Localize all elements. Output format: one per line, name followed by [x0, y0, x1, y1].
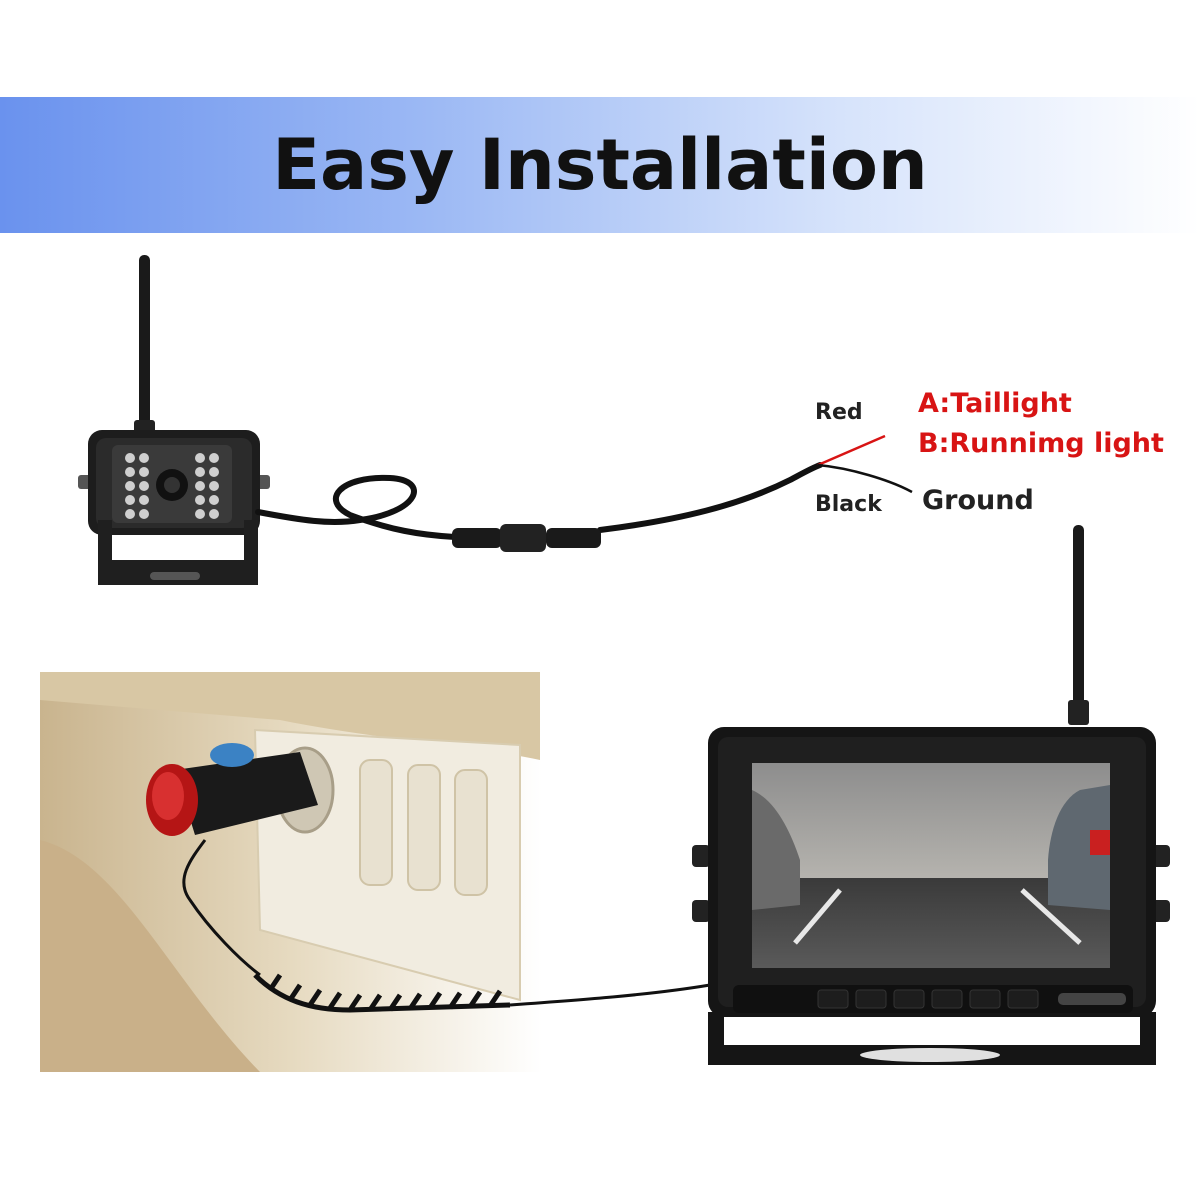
power-cord	[509, 983, 711, 1007]
monitor-icon	[692, 525, 1170, 1065]
page-title: Easy Installation	[272, 124, 928, 206]
black-wire-label: Black	[815, 492, 882, 517]
red-wire	[817, 434, 886, 467]
camera-cable	[255, 462, 823, 540]
ground-label: Ground	[922, 485, 1034, 516]
cable-connector	[452, 524, 601, 552]
car-power-adapter-icon	[40, 672, 542, 1072]
running-light-label: B:Runnimg light	[918, 428, 1164, 459]
taillight-label: A:Taillight	[918, 388, 1072, 419]
title-banner: Easy Installation	[0, 97, 1200, 233]
red-wire-label: Red	[815, 400, 863, 425]
backup-camera-icon	[78, 255, 270, 585]
black-wire	[817, 463, 913, 494]
